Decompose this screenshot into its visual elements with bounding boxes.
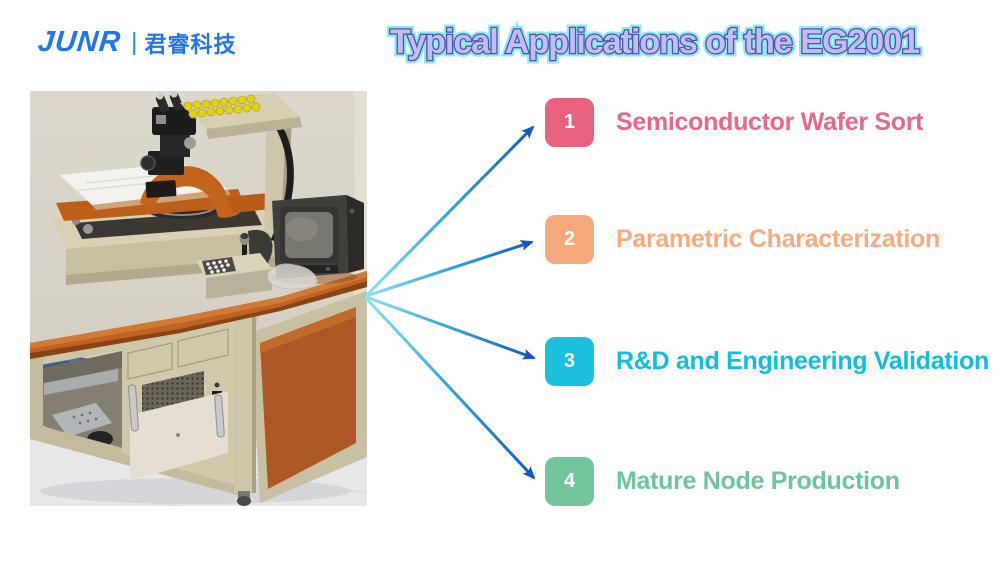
- item-number-3: 3: [563, 350, 576, 372]
- application-item-4: 4 Mature Node Production: [545, 457, 900, 506]
- item-number-box-3: 3: [545, 337, 594, 386]
- probe-station-photo-svg: [30, 91, 367, 506]
- logo-text-cn: 君睿科技: [144, 31, 237, 57]
- application-item-3: 3 R&D and Engineering Validation: [545, 337, 989, 386]
- probe-station-photo: [30, 91, 367, 506]
- arrow-to-item-2: [365, 240, 534, 298]
- page-title: Typical Applications of the EG2001 Typic…: [386, 20, 1000, 70]
- item-label-2: Parametric Characterization: [616, 225, 940, 253]
- item-label-1: Semiconductor Wafer Sort: [616, 108, 924, 136]
- brand-logo: JUNR | 君睿科技: [36, 26, 237, 59]
- item-number-1: 1: [563, 111, 576, 133]
- tabletop: [30, 271, 367, 359]
- microscope: [140, 91, 272, 218]
- arrow-to-item-4: [364, 296, 536, 480]
- plastic-bag: [267, 263, 318, 290]
- application-item-1: 1 Semiconductor Wafer Sort: [545, 98, 924, 147]
- item-label-4: Mature Node Production: [616, 467, 900, 495]
- control-box: [196, 233, 272, 299]
- page-title-fill-layer: Typical Applications of the EG2001: [390, 23, 920, 61]
- application-item-2: 2 Parametric Characterization: [545, 215, 940, 264]
- logo-divider: |: [130, 28, 138, 56]
- item-number-4: 4: [563, 470, 576, 492]
- page-title-stroke-layer: Typical Applications of the EG2001: [389, 22, 922, 63]
- item-number-2: 2: [563, 228, 576, 250]
- item-number-box-2: 2: [545, 215, 594, 264]
- logo-text-en: JUNR: [36, 26, 123, 58]
- page-title-outline-layer: Typical Applications of the EG2001: [386, 20, 923, 65]
- arrow-to-item-1: [364, 125, 535, 298]
- arrow-to-item-3: [365, 295, 536, 360]
- item-number-box-1: 1: [545, 98, 594, 147]
- item-label-3: R&D and Engineering Validation: [616, 347, 989, 375]
- item-number-box-4: 4: [545, 457, 594, 506]
